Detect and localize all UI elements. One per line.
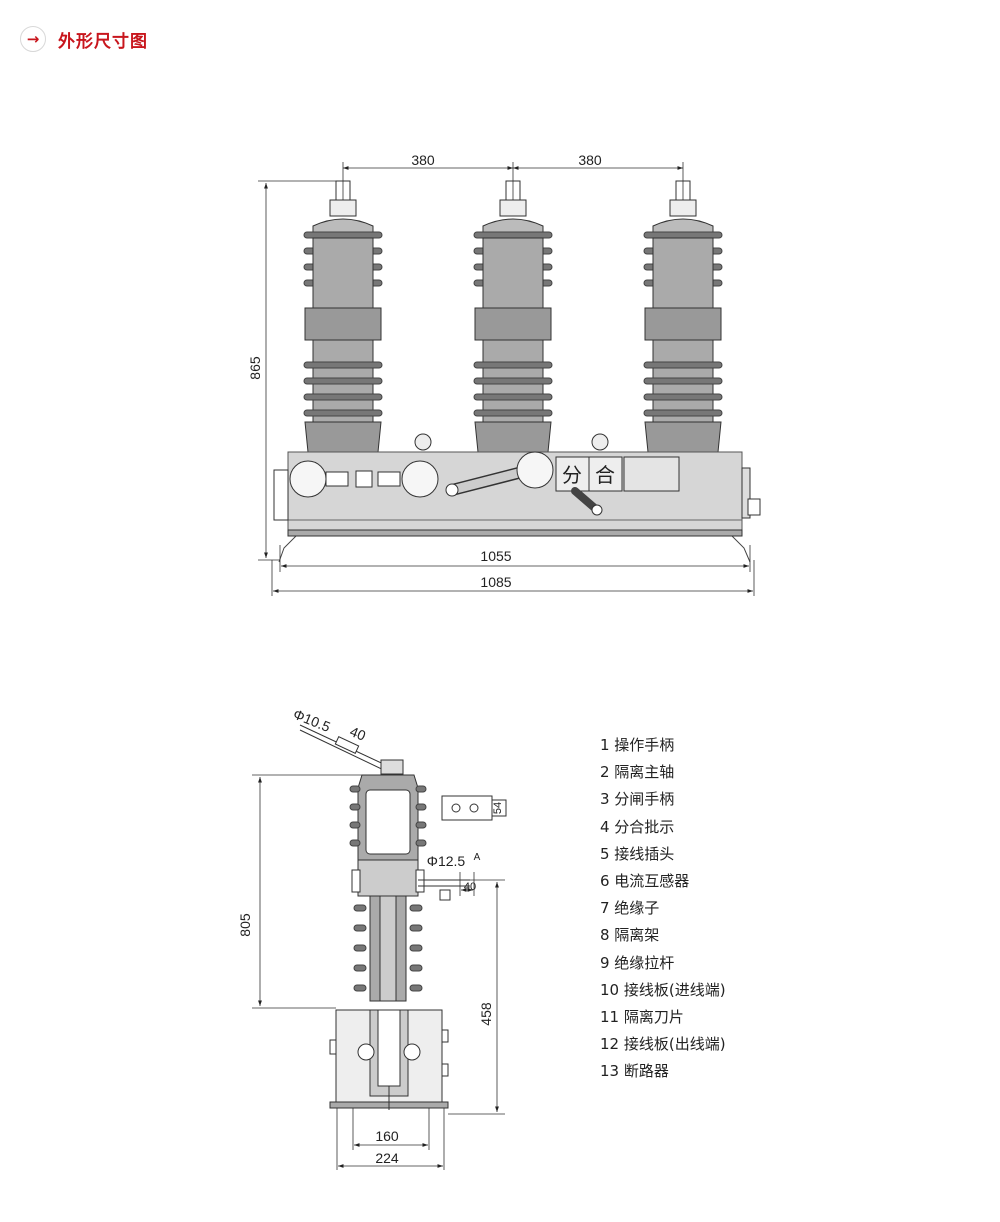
dim-mount-inner: 160 [375,1128,399,1144]
parts-list-item: 7 绝缘子 [600,899,660,918]
parts-list-item: 5 接线插头 [600,844,675,863]
front-view [273,180,761,563]
parts-list-item: 9 绝缘拉杆 [600,953,675,972]
dim-pitch-right: 380 [578,152,602,168]
parts-list-item: 2 隔离主轴 [600,763,675,782]
lifting-eye-icon [591,433,609,451]
parts-list-item: 11 隔离刀片 [600,1008,684,1027]
parts-list-item: 4 分合批示 [600,817,675,836]
parts-list-item: 3 分闸手柄 [600,790,675,809]
insulator-pole-middle [473,180,553,453]
parts-list: 1 操作手柄 2 隔离主轴 3 分闸手柄 4 分合批示 5 接线插头 6 电流互… [600,732,726,1086]
parts-list-item: 13 断路器 [600,1062,669,1081]
dim-pitch-left: 380 [411,152,435,168]
parts-list-item: 6 电流互感器 [600,872,690,891]
insulator-pole-right [643,180,723,453]
dim-handle-len: 40 [348,723,369,744]
dim-side-height: 805 [237,913,253,937]
side-dimensions [252,774,505,1170]
dim-lower-height: 458 [478,1002,494,1026]
parts-list-item: 10 接线板(进线端) [600,980,726,999]
dim-terminal-dia: Φ12.5 [427,853,466,869]
dim-front-height: 865 [247,356,263,380]
section-header: → 外形尺寸图 [20,24,148,54]
ct-window-icon [401,460,439,498]
section-title: 外形尺寸图 [58,31,148,52]
side-view [299,724,507,1110]
panel-label-close: 合 [595,464,615,487]
insulator-pole-left [303,180,383,453]
dim-terminal-offset: 40 [464,881,476,893]
parts-list-item: 12 接线板(出线端) [600,1035,726,1054]
front-dimensions [258,162,755,596]
ct-window-icon [289,460,327,498]
dim-terminal-width: 54 [492,802,504,814]
lifting-eye-icon [414,433,432,451]
panel-label-open: 分 [562,464,582,487]
parts-list-item: 1 操作手柄 [600,736,675,754]
trip-handle [571,487,603,516]
dim-overall-width: 1085 [480,574,511,590]
parts-list-item: 8 隔离架 [600,926,660,945]
section-mark: A [474,852,481,863]
dim-mount-outer: 224 [375,1150,399,1166]
dim-frame-width: 1055 [480,548,511,564]
arrow-right-icon: → [20,26,46,52]
